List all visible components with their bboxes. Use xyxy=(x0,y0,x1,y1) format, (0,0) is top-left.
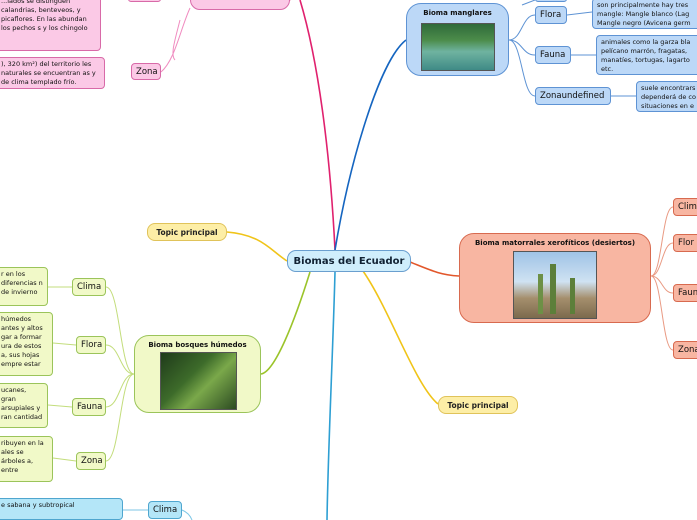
xero-fauna-label[interactable]: Faun xyxy=(673,284,697,302)
manglares-fauna-description: animales como la garza bla pelícano marr… xyxy=(596,35,697,75)
bioma-matorrales-node[interactable]: Bioma matorrales xerofíticos (desiertos) xyxy=(459,233,651,323)
humedos-clima-description: r en los diferencias n de invierno xyxy=(0,267,48,306)
bioma-manglares-title: Bioma manglares xyxy=(423,9,492,17)
manglares-zona-label[interactable]: Zonaundefined xyxy=(535,87,611,105)
bottom-clima-label[interactable]: Clima xyxy=(148,501,182,519)
manglares-top-box-partial[interactable] xyxy=(535,0,567,2)
xero-flora-label[interactable]: Flor xyxy=(673,234,697,252)
central-topic[interactable]: Biomas del Ecuador xyxy=(287,250,411,272)
humedos-flora-description: húmedos antes y altos gar a formar ura d… xyxy=(0,312,53,376)
bottom-clima-description: e sabana y subtropical xyxy=(0,498,123,520)
pink-small-box-partial[interactable] xyxy=(128,0,161,2)
humedos-zona-label[interactable]: Zona xyxy=(76,452,106,470)
bioma-bosques-humedos-title: Bioma bosques húmedos xyxy=(148,341,247,349)
humedos-fauna-label[interactable]: Fauna xyxy=(72,398,106,416)
humedos-zona-description: ribuyen en la ales se árboles a, entre xyxy=(0,436,53,482)
xero-zona-label[interactable]: Zona xyxy=(673,341,697,359)
topic-principal-bottom[interactable]: Topic principal xyxy=(438,396,518,414)
mangrove-image xyxy=(421,23,495,71)
rainforest-image xyxy=(160,352,237,410)
manglares-zona-description: suele encontrars dependerá de co situaci… xyxy=(636,81,697,112)
humedos-flora-label[interactable]: Flora xyxy=(76,336,106,354)
cactus-image xyxy=(513,251,597,319)
bioma-manglares-node[interactable]: Bioma manglares xyxy=(406,3,509,76)
manglares-fauna-label[interactable]: Fauna xyxy=(535,46,571,64)
pink-description-top: ...lados se distinguen calandrias, bente… xyxy=(0,0,101,51)
bioma-bosques-humedos-node[interactable]: Bioma bosques húmedos xyxy=(134,335,261,413)
pink-biome-box-partial[interactable] xyxy=(190,0,290,10)
topic-principal-left[interactable]: Topic principal xyxy=(147,223,227,241)
manglares-flora-description: son principalmente hay tres mangle: Mang… xyxy=(592,0,697,29)
humedos-clima-label[interactable]: Clima xyxy=(72,278,106,296)
pink-zona-description: ), 320 km²) del territorio les naturales… xyxy=(0,57,105,89)
humedos-fauna-description: ucanes, gran arsupiales y ran cantidad xyxy=(0,383,48,428)
pink-zona-label[interactable]: Zona xyxy=(131,63,161,80)
xero-clima-label[interactable]: Clim xyxy=(673,198,697,216)
bioma-matorrales-title: Bioma matorrales xerofíticos (desiertos) xyxy=(474,239,636,247)
manglares-flora-label[interactable]: Flora xyxy=(535,6,567,24)
